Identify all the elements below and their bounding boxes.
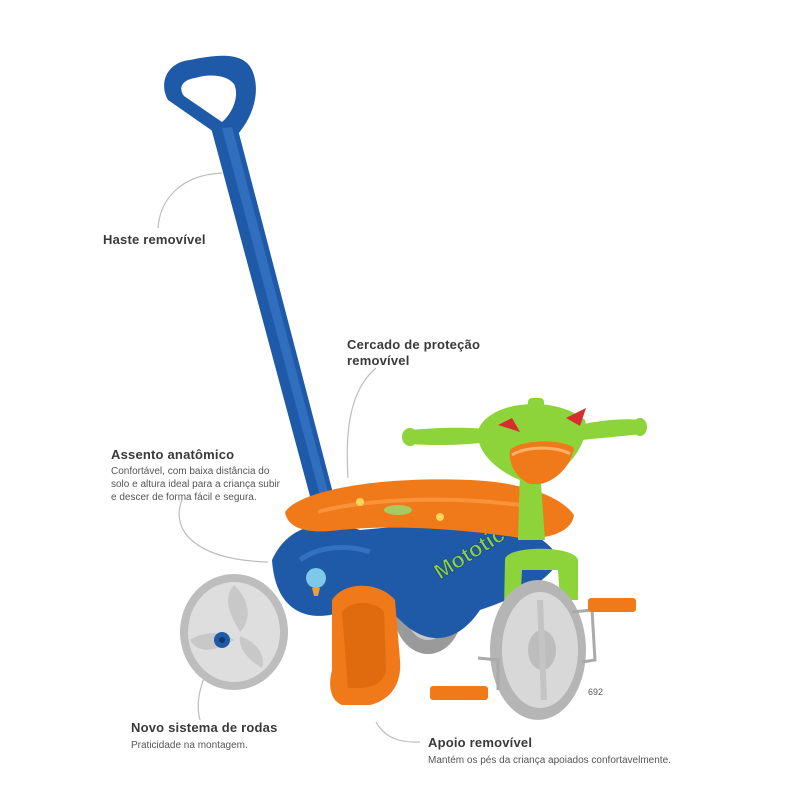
- right-grip: [580, 419, 641, 440]
- left-grip: [410, 427, 490, 446]
- callout-apoio-desc: Mantém os pés da criança apoiados confor…: [428, 755, 671, 766]
- callout-assento-title: Assento anatômico: [111, 447, 235, 462]
- callout-cercado-title-1: Cercado de proteção: [347, 337, 481, 352]
- rear-left-wheel: [180, 574, 288, 690]
- handle-grip: [164, 55, 256, 141]
- callout-apoio: Apoio removível Mantém os pés da criança…: [428, 735, 671, 767]
- pedals: [430, 598, 636, 700]
- leader-line-apoio: [375, 721, 421, 743]
- callout-cercado: Cercado de proteção removível: [347, 337, 480, 369]
- callout-assento-desc-2: solo e altura ideal para a criança subir: [111, 479, 280, 490]
- balloon-decal: [306, 568, 326, 588]
- right-pedal: [588, 598, 636, 612]
- callout-cercado-title-2: removível: [347, 353, 410, 368]
- callout-rodas-desc: Praticidade na montagem.: [131, 740, 248, 751]
- safety-ring: [285, 479, 574, 539]
- callout-apoio-title: Apoio removível: [428, 735, 533, 750]
- callout-assento: Assento anatômico Confortável, com baixa…: [111, 447, 280, 504]
- front-fork: [504, 548, 578, 610]
- leader-line-assento: [178, 499, 269, 563]
- callout-assento-desc-3: e descer de forma fácil e segura.: [111, 492, 257, 503]
- callout-rodas-title: Novo sistema de rodas: [131, 720, 278, 735]
- leader-line-haste: [157, 172, 223, 229]
- handlebar: [402, 398, 647, 540]
- left-pedal: [430, 686, 488, 700]
- model-code: 692: [588, 687, 604, 697]
- callout-assento-desc-1: Confortável, com baixa distância do: [111, 466, 270, 477]
- callout-haste-title: Haste removível: [103, 232, 206, 247]
- callout-rodas: Novo sistema de rodas Praticidade na mon…: [131, 720, 278, 752]
- push-handle: [164, 55, 340, 526]
- callout-haste: Haste removível: [103, 232, 206, 248]
- foot-rest: [330, 585, 401, 705]
- leader-line-cercado: [346, 367, 377, 479]
- front-wheel: [490, 580, 586, 720]
